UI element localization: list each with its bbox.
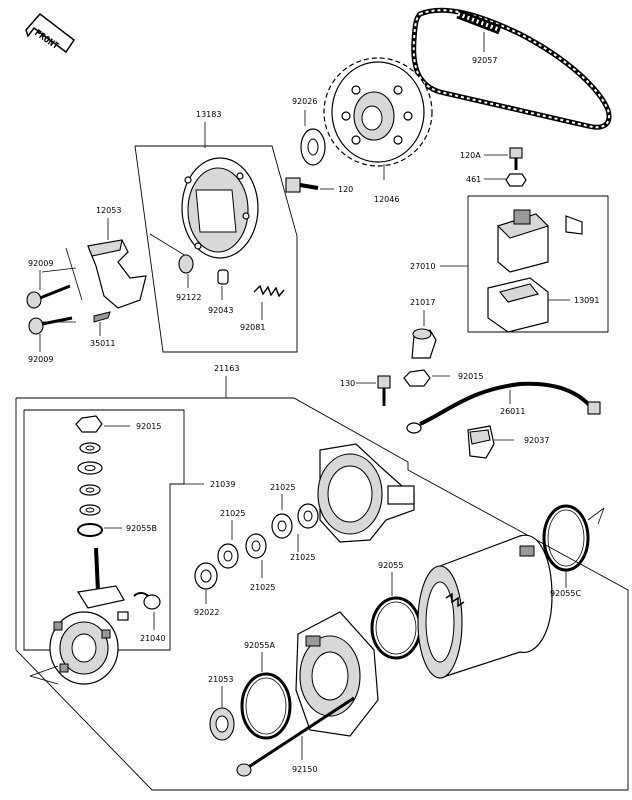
label-92015-inner: 92015 xyxy=(136,422,161,431)
o-ring-92055C xyxy=(542,504,590,572)
bolt-130 xyxy=(377,375,391,406)
terminal-boot-21017 xyxy=(411,328,437,359)
starter-chain xyxy=(411,7,612,130)
starter-motor-yoke xyxy=(417,534,553,679)
through-bolt-92150 xyxy=(236,696,355,777)
roller-92122 xyxy=(178,254,194,274)
label-92055B: 92055B xyxy=(126,524,157,533)
bolt-120 xyxy=(285,177,319,193)
o-ring-92055 xyxy=(370,596,422,660)
label-92057: 92057 xyxy=(472,56,497,65)
label-12046: 12046 xyxy=(374,195,399,204)
label-92015-top: 92015 xyxy=(458,372,483,381)
guide-35011 xyxy=(93,311,111,323)
starter-clutch xyxy=(181,157,259,259)
nut-92015-top xyxy=(403,369,431,387)
brush-plate xyxy=(49,547,125,685)
pin-92043 xyxy=(217,269,229,285)
label-120A: 120A xyxy=(460,151,481,160)
label-12053: 12053 xyxy=(96,206,121,215)
starter-end-cover xyxy=(317,443,415,543)
label-26011: 26011 xyxy=(500,407,525,416)
bolt-92009-bottom xyxy=(28,316,73,335)
label-21025-b: 21025 xyxy=(220,509,245,518)
front-arrow: FRONT xyxy=(25,12,76,54)
label-92081: 92081 xyxy=(240,323,265,332)
relay-cover xyxy=(487,277,549,333)
starter-front-cover xyxy=(295,611,379,737)
label-92055C: 92055C xyxy=(550,589,581,598)
bolt-120A xyxy=(509,147,523,170)
label-92055A: 92055A xyxy=(244,641,275,650)
label-21025-a: 21025 xyxy=(270,483,295,492)
label-92122: 92122 xyxy=(176,293,201,302)
label-92009-top: 92009 xyxy=(28,259,53,268)
label-21163: 21163 xyxy=(214,364,239,373)
label-21017: 21017 xyxy=(410,298,435,307)
label-13091: 13091 xyxy=(574,296,599,305)
starter-cable-26011 xyxy=(406,381,601,434)
label-21025-c: 21025 xyxy=(290,553,315,562)
label-92022: 92022 xyxy=(194,608,219,617)
label-130: 130 xyxy=(340,379,355,388)
label-120: 120 xyxy=(338,185,353,194)
clamp-92037 xyxy=(467,425,495,459)
washer-92022 xyxy=(194,562,218,590)
label-92009-bottom: 92009 xyxy=(28,355,53,364)
label-21039: 21039 xyxy=(210,480,235,489)
label-92150: 92150 xyxy=(292,765,317,774)
label-92043: 92043 xyxy=(208,306,233,315)
bolt-92009-top xyxy=(26,284,71,309)
washers-21025 xyxy=(217,503,319,569)
nut-461 xyxy=(505,173,527,187)
label-27010: 27010 xyxy=(410,262,435,271)
bracket-12053 xyxy=(87,239,147,309)
nut-92015-inner xyxy=(75,415,103,433)
o-ring-92055A xyxy=(240,672,292,740)
label-21053: 21053 xyxy=(208,675,233,684)
label-461: 461 xyxy=(466,175,481,184)
label-92026: 92026 xyxy=(292,97,317,106)
label-92037: 92037 xyxy=(524,436,549,445)
label-92055: 92055 xyxy=(378,561,403,570)
starter-relay xyxy=(496,209,583,273)
oil-seal-21053 xyxy=(209,707,235,741)
label-13183: 13183 xyxy=(196,110,221,119)
starter-sprocket xyxy=(323,57,433,167)
brush-spring-21040 xyxy=(117,592,161,621)
washer-stack xyxy=(77,442,103,537)
spring-92081 xyxy=(253,284,285,298)
label-21025-d: 21025 xyxy=(250,583,275,592)
label-35011: 35011 xyxy=(90,339,115,348)
label-21040: 21040 xyxy=(140,634,165,643)
